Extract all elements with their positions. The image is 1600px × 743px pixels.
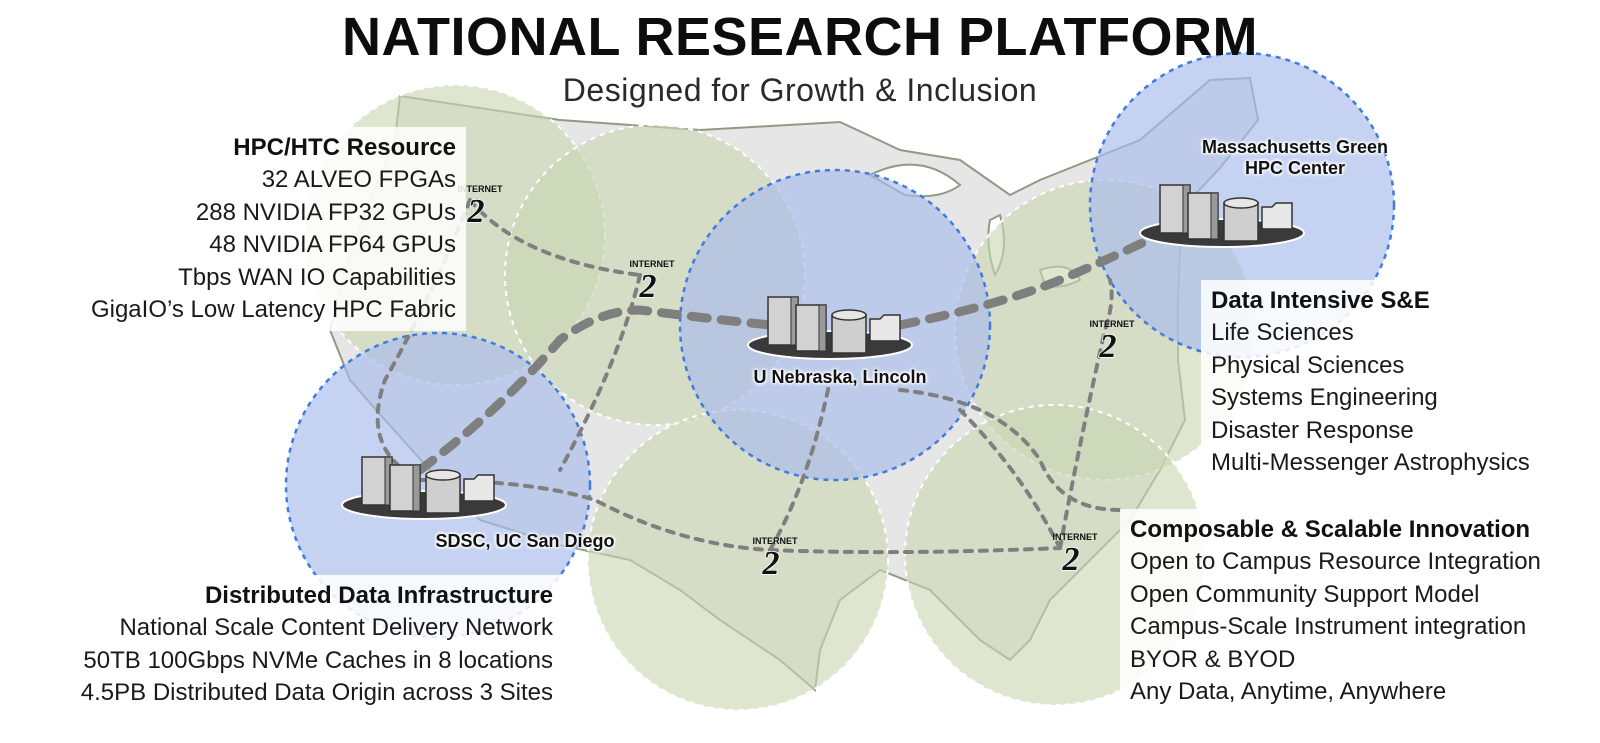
- site-icons: [341, 184, 1305, 520]
- panel-item: Open Community Support Model: [1130, 580, 1480, 608]
- network-path-thin-5: [768, 546, 1062, 555]
- panel-item: Disaster Response: [1211, 416, 1414, 444]
- hpc-resource-panel: HPC/HTC Resource 32 ALVEO FPGAs 288 NVID…: [34, 127, 466, 331]
- site-icon-sdsc: [341, 456, 507, 520]
- internet2-word: INTERNET: [630, 259, 676, 269]
- internet2-word: INTERNET: [1053, 532, 1099, 542]
- panel-item: 4.5PB Distributed Data Origin across 3 S…: [80, 679, 553, 706]
- internet2-digit: 2: [1099, 328, 1117, 365]
- panel-item: 48 NVIDIA FP64 GPUs: [209, 231, 456, 258]
- database-icon: [1223, 202, 1259, 242]
- internet2-logos: INTERNET2INTERNET2INTERNET2INTERNET2INTE…: [458, 184, 1136, 583]
- panel-item: BYOR & BYOD: [1130, 645, 1296, 673]
- database-top: [1223, 197, 1259, 209]
- database-top: [831, 309, 867, 321]
- internet2-word: INTERNET: [458, 184, 504, 194]
- panel-item: 32 ALVEO FPGAs: [261, 166, 456, 193]
- panel-item: Physical Sciences: [1211, 351, 1405, 379]
- panel-heading: Distributed Data Infrastructure: [204, 582, 553, 609]
- green-zone-southwest: [587, 409, 889, 711]
- composable-innovation-panel: Composable & Scalable Innovation Open to…: [1120, 509, 1600, 713]
- site-label-unl: U Nebraska, Lincoln: [753, 367, 927, 387]
- network-path-thin-4: [768, 378, 832, 552]
- panel-item: National Scale Content Delivery Network: [119, 614, 553, 641]
- data-intensive-panel: Data Intensive S&E Life Sciences Physica…: [1201, 280, 1587, 484]
- database-top: [425, 469, 461, 481]
- panel-heading: HPC/HTC Resource: [233, 134, 456, 161]
- panel-item: Tbps WAN IO Capabilities: [178, 263, 456, 291]
- site-label-sdsc: SDSC, UC San Diego: [435, 531, 615, 551]
- network-path-thin-2: [558, 273, 642, 472]
- panel-item: Multi-Messenger Astrophysics: [1211, 449, 1530, 476]
- panel-item: GigaIO’s Low Latency HPC Fabric: [90, 296, 456, 323]
- panel-item: Campus-Scale Instrument integration: [1130, 613, 1527, 640]
- server-tower-side: [412, 464, 421, 512]
- panel-item: Any Data, Anytime, Anywhere: [1130, 678, 1447, 705]
- internet2-word: INTERNET: [753, 536, 799, 546]
- database-icon: [831, 314, 867, 354]
- network-path-thin-8: [958, 408, 1062, 550]
- panel-item: Open to Campus Resource Integration: [1130, 548, 1541, 575]
- internet2-word: INTERNET: [1090, 319, 1136, 329]
- panel-item: Systems Engineering: [1211, 384, 1438, 411]
- panel-item: 288 NVIDIA FP32 GPUs: [195, 198, 456, 226]
- panel-heading: Data Intensive S&E: [1211, 287, 1430, 314]
- page-title: NATIONAL RESEARCH PLATFORM: [342, 7, 1258, 67]
- site-label-line: Massachusetts Green: [1201, 137, 1389, 157]
- site-icon-unl: [747, 296, 913, 360]
- page-subtitle: Designed for Growth & Inclusion: [562, 72, 1038, 108]
- network-path-thin-1: [468, 198, 642, 277]
- folder-icon: [1261, 202, 1293, 230]
- network-path-thin-7: [898, 388, 1122, 512]
- folder-icon: [463, 474, 495, 502]
- panel-item: 50TB 100Gbps NVMe Caches in 8 locations: [83, 646, 553, 674]
- internet2-digit: 2: [467, 193, 485, 230]
- site-icon-mghpcc: [1139, 184, 1305, 248]
- server-tower-side: [818, 304, 827, 352]
- panel-item: Life Sciences: [1211, 319, 1354, 346]
- zone-circles: [284, 51, 1396, 711]
- panel-heading: Composable & Scalable Innovation: [1130, 516, 1531, 543]
- server-tower-side: [1210, 192, 1219, 240]
- internet2-digit: 2: [639, 268, 657, 305]
- site-label-mghpcc: Massachusetts Green HPC Center: [1180, 137, 1410, 179]
- site-label-line: HPC Center: [1244, 158, 1346, 178]
- network-path-thick-0: [415, 305, 775, 475]
- distributed-data-panel: Distributed Data Infrastructure National…: [10, 575, 563, 714]
- folder-icon: [869, 314, 901, 342]
- internet2-digit: 2: [1062, 541, 1080, 578]
- internet2-digit: 2: [762, 545, 780, 582]
